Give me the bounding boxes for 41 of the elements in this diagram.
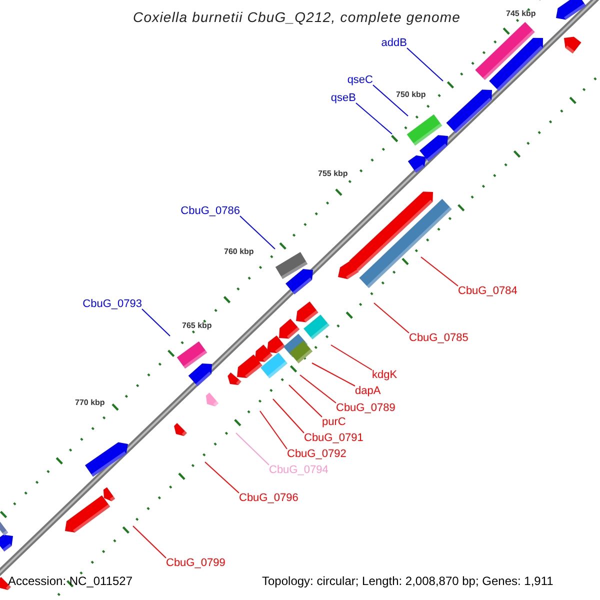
- gene-label: kdgK: [372, 369, 398, 381]
- gene-label: CbuG_0791: [304, 432, 364, 444]
- leader-line: [374, 302, 410, 334]
- scale-label: 760 kbp: [224, 247, 254, 256]
- gene-label: qseC: [347, 74, 373, 86]
- leader-line: [260, 410, 288, 450]
- gene-label: purC: [322, 416, 346, 428]
- leader-line: [406, 48, 444, 82]
- leader-line: [240, 216, 276, 250]
- gene-label: dapA: [355, 385, 381, 397]
- scale-label: 755 kbp: [318, 169, 348, 178]
- leader-line: [142, 308, 170, 336]
- gene-label: CbuG_0784: [458, 285, 518, 297]
- gene-label: CbuG_0799: [166, 557, 226, 569]
- scale-label: 750 kbp: [396, 90, 426, 99]
- gene-label: CbuG_0786: [180, 205, 240, 217]
- leader-line: [204, 462, 240, 494]
- gene-label: addB: [381, 37, 407, 49]
- gene-label: CbuG_0785: [409, 332, 468, 344]
- gene-label: CbuG_0792: [287, 448, 346, 460]
- gene-label: CbuG_0789: [336, 402, 396, 414]
- gene-label: qseB: [330, 92, 356, 104]
- title: Coxiella burnetii CbuG_Q212, complete genome: [133, 9, 461, 25]
- leader-line: [132, 526, 166, 558]
- leader-line: [288, 384, 322, 418]
- leader-line: [420, 256, 458, 286]
- gene-label: CbuG_0794: [269, 464, 328, 476]
- gene-label: CbuG_0793: [82, 298, 142, 310]
- leader-line: [312, 362, 356, 386]
- leader-line: [356, 102, 392, 134]
- scale-label: 765 kbp: [182, 321, 212, 330]
- leader-line: [300, 374, 336, 404]
- leader-line: [272, 398, 304, 434]
- leader-line: [236, 432, 270, 466]
- footer-text: Accession: NC_011527: [8, 574, 133, 588]
- scale-label: 745 kbp: [506, 9, 536, 18]
- footer-text: Topology: circular; Length: 2,008,870 bp; Genes: 1,911: [262, 574, 554, 588]
- leader-line: [330, 344, 372, 370]
- leader-line: [372, 84, 408, 116]
- gene-label: CbuG_0796: [239, 492, 298, 504]
- scale-label: 770 kbp: [75, 398, 105, 407]
